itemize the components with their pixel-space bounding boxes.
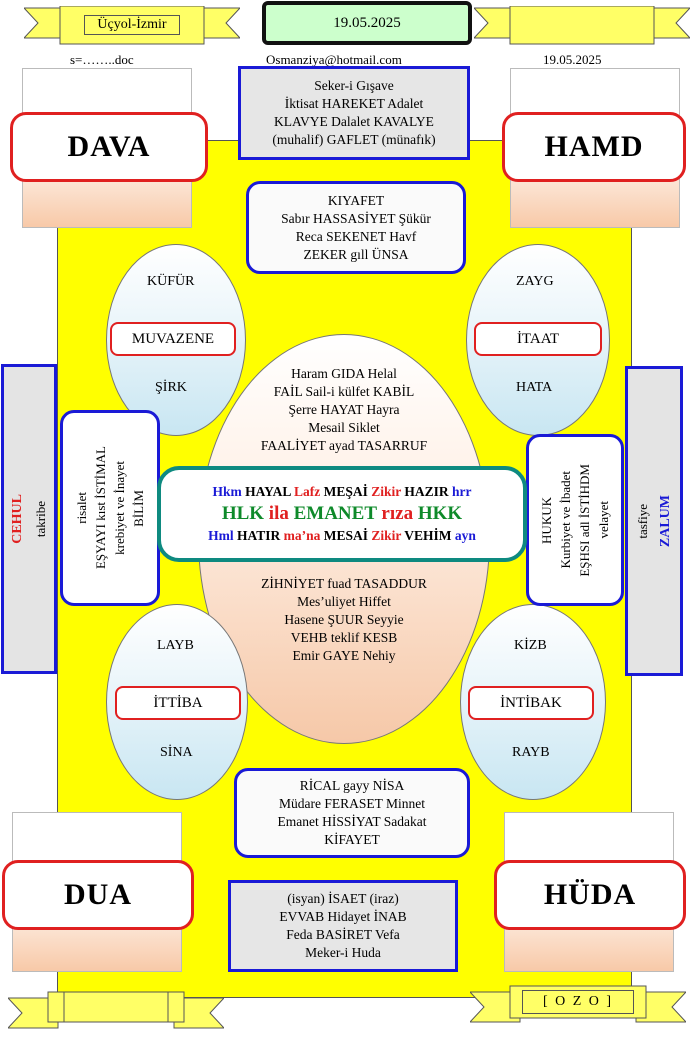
oval-bottom-left-pill: İTTİBA [115,686,241,720]
left-inner-box: risalet EŞYAYI kıst İSTİMAL krebiyet ve … [60,410,160,606]
second-box-line: Reca SEKENET Havf [295,228,417,244]
band-word: rıza [381,503,418,524]
ozo-label: [ O Z O ] [522,990,634,1014]
banner-ribbon-icon [474,6,690,45]
band-word: HLK [221,503,269,524]
band-word: ila [268,503,294,524]
left-inner-line: EŞYAYI kıst İSTİMAL [93,446,108,570]
center-upper-line: Mesail Siklet [308,420,380,435]
file-label: s=……..doc [70,52,134,67]
second-box-line: ZEKER gıll ÜNSA [303,246,409,262]
bottom-right-banner: [ O Z O ] [470,984,686,1026]
top-right-banner [474,6,690,46]
right-side-sub: tasfiye [635,503,650,539]
left-inner-line: risalet [74,492,89,524]
right-side-title: ZALUM [658,494,673,548]
second-box-line: Sabır HASSASİYET Şükür [281,210,431,226]
corner-label-huda: HÜDA [494,860,686,930]
center-upper-line: FAALİYET ayad TASARRUF [260,438,428,453]
date-right-label: 19.05.2025 [543,52,602,67]
date-box: 19.05.2025 [262,1,472,45]
top-box-line: İktisat HAREKET Adalet [284,96,424,111]
center-band: Hkm HAYAL Lafz MEŞAİ Zikir HAZIR hrr HLK… [157,466,527,562]
left-side-sub: takribe [33,500,48,538]
band-word: MEŞAİ [323,484,372,499]
right-inner-line: velayet [596,501,611,539]
oval-bottom-right-bottom: RAYB [512,745,550,760]
location-label: Üçyol-İzmir [84,15,180,35]
oval-top-right-bottom: HATA [516,380,553,395]
bottom-left-banner [8,990,224,1030]
center-lower-text: ZİHNİYET fuad TASADDUR Mes’uliyet Hiffet… [215,574,473,666]
oval-bottom-left-bottom: SİNA [160,745,193,760]
band-word: HAYAL [245,484,294,499]
oval-bottom-left-top: LAYB [157,638,194,653]
center-lower-line: Mes’uliyet Hiffet [297,594,391,609]
right-inner-line: EŞHSI adl İSTİHDM [577,463,592,577]
left-side-panel: CEHUL takribe [1,364,57,674]
band-word: Hkm [212,484,246,499]
center-upper-line: FAİL Sail-i külfet KABİL [273,384,415,399]
top-concept-box: Seker-i Gışave İktisat HAREKET Adalet KL… [238,66,470,160]
right-side-panel: tasfiye ZALUM [625,366,683,676]
top-box-line: Seker-i Gışave [314,78,394,93]
band-word: hrr [452,484,472,499]
band-row-2: HLK ila EMANET rıza HKK [222,502,462,526]
oval-top-left-bottom: ŞİRK [155,380,187,395]
band-word: Lafz [294,484,324,499]
band-row-1: Hkm HAYAL Lafz MEŞAİ Zikir HAZIR hrr [212,482,471,502]
band-word: ma’na [283,528,324,543]
second-concept-box: KIYAFET Sabır HASSASİYET Şükür Reca SEKE… [246,181,466,274]
right-inner-line: HUKUK [539,496,554,544]
left-side-title: CEHUL [10,494,25,544]
bottom-box-line: (isyan) İSAET (iraz) [287,891,399,906]
oval-top-right-pill: İTAAT [474,322,602,356]
band-word: HAZIR [404,484,453,499]
oval-bottom-right-pill: İNTİBAK [468,686,594,720]
right-inner-box: HUKUK Kurbiyet ve İbadet EŞHSI adl İSTİH… [526,434,624,606]
band-word: MESAİ [323,528,372,543]
oval-top-left-pill: MUVAZENE [110,322,236,356]
left-inner-line: krebiyet ve İnayet [112,461,127,555]
right-inner-line: Kurbiyet ve İbadet [558,471,573,569]
center-lower-line: Emir GAYE Nehiy [292,648,396,663]
top-box-line: (muhalif) GAFLET (münafık) [272,132,436,147]
center-upper-line: Haram GIDA Helal [291,366,397,381]
bottom-box-line: Feda BASİRET Vefa [286,927,400,942]
lower-box-line: Müdare FERASET Minnet [279,796,425,811]
top-box-line: KLAVYE Dalalet KAVALYE [274,114,434,129]
band-word: EMANET [293,503,382,524]
bottom-box-line: EVVAB Hidayet İNAB [279,909,407,924]
band-word: VEHİM [404,528,455,543]
band-word: ayn [454,528,476,543]
band-word: Zikir [371,528,405,543]
banner-ribbon-icon [8,991,224,1029]
left-inner-line: BİLİM [131,489,146,527]
center-lower-line: ZİHNİYET fuad TASADDUR [261,576,427,591]
corner-label-hamd: HAMD [502,112,686,182]
oval-top-left-top: KÜFÜR [147,274,195,289]
band-word: Hml [208,528,237,543]
band-word: Zikir [371,484,405,499]
corner-label-dua: DUA [2,860,194,930]
top-left-banner: Üçyol-İzmir [24,6,240,46]
center-lower-line: Hasene ŞUUR Seyyie [284,612,404,627]
bottom-box-line: Meker-i Huda [305,945,381,960]
lower-concept-box: RİCAL gayy NİSA Müdare FERASET Minnet Em… [234,768,470,858]
band-word: HATIR [236,528,284,543]
center-lower-line: VEHB teklif KESB [290,630,398,645]
center-upper-line: Şerre HAYAT Hayra [288,402,400,417]
lower-box-line: Emanet HİSSİYAT Sadakat [277,814,427,829]
corner-label-dava: DAVA [10,112,208,182]
oval-top-right-top: ZAYG [516,274,554,289]
second-box-line: KIYAFET [327,192,385,208]
band-word: HKK [417,503,463,524]
lower-box-line: RİCAL gayy NİSA [299,778,405,793]
center-upper-text: Haram GIDA Helal FAİL Sail-i külfet KABİ… [215,364,473,456]
lower-box-line: KİFAYET [324,832,380,847]
band-row-3: Hml HATIR ma’na MESAİ Zikir VEHİM ayn [208,526,476,546]
oval-bottom-right-top: KİZB [514,638,547,653]
bottom-concept-box: (isyan) İSAET (iraz) EVVAB Hidayet İNAB … [228,880,458,972]
email-label: Osmanziya@hotmail.com [266,52,402,67]
